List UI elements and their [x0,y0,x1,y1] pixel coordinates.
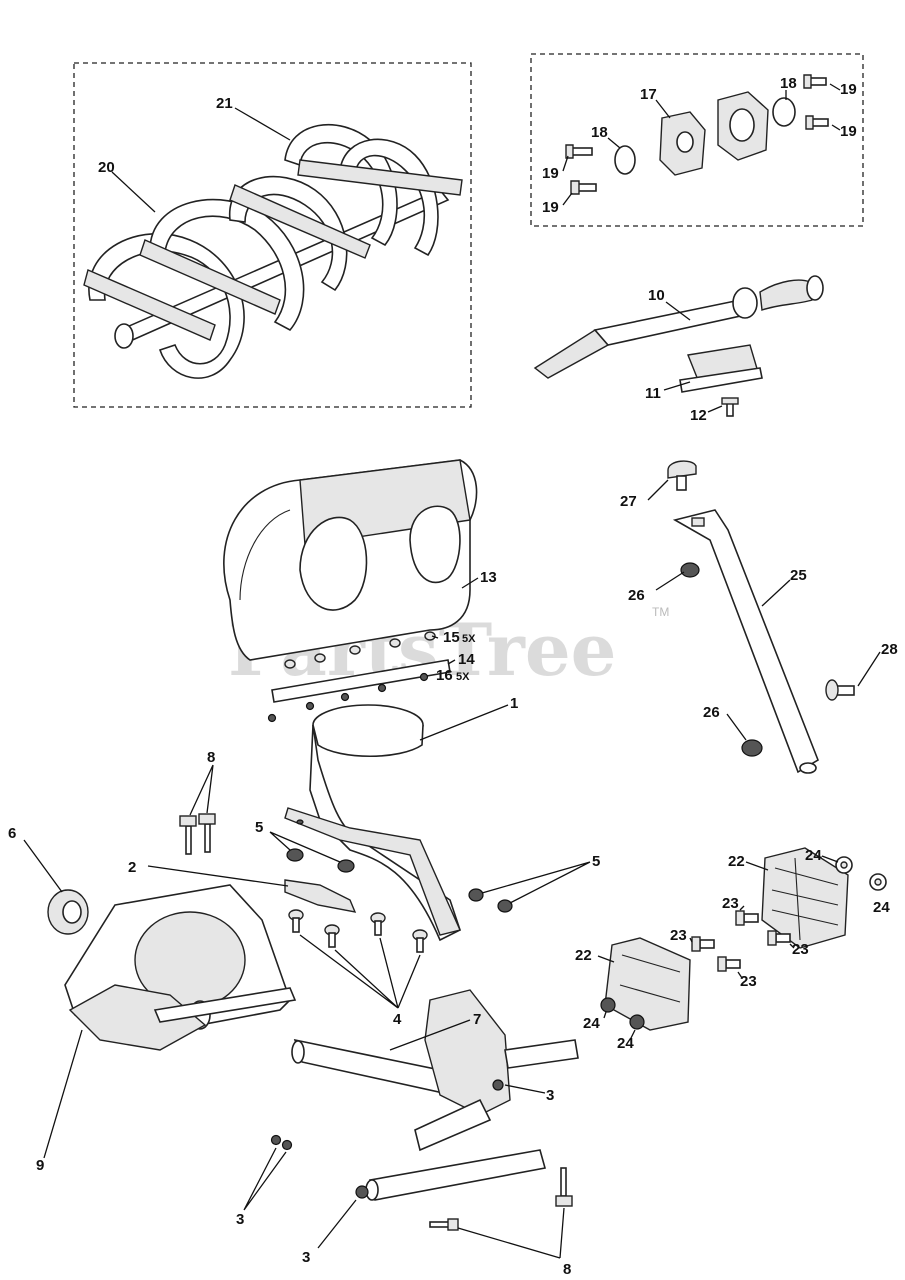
callout-3b: 3 [236,1211,244,1228]
callout-4: 4 [393,1011,402,1028]
part-11-crank-bracket[interactable] [679,344,763,393]
callout-23d: 23 [740,973,757,990]
part-6-bearing[interactable] [47,889,89,935]
auger-kit-box [73,62,472,408]
callout-16-qty: 5X [456,671,470,683]
part-28-shoulder-bolt[interactable] [825,679,855,701]
part-10-chute-crank[interactable] [533,275,824,379]
part-12-screw[interactable] [721,397,739,417]
part-3-nuts[interactable] [270,1079,504,1199]
part-27-carriage-bolt[interactable] [667,460,697,491]
part-17-bearing-flange-b[interactable] [717,91,769,161]
callout-8b: 8 [563,1261,571,1278]
part-19-bolt-b[interactable] [570,180,597,195]
callout-26b: 26 [703,704,720,721]
callout-23b: 23 [670,927,687,944]
part-8-bolts-bottom[interactable] [429,1167,573,1231]
part-18-retainer-a[interactable] [614,145,636,175]
callout-17: 17 [640,86,657,103]
callout-1: 1 [510,695,518,712]
callout-21: 21 [216,95,233,112]
callout-13: 13 [480,569,497,586]
callout-22b: 22 [575,947,592,964]
callout-19d: 19 [840,123,857,140]
callout-15-qty: 5X [462,633,476,645]
callout-24b: 24 [873,899,890,916]
part-24-washers-nuts[interactable] [600,856,887,1030]
callout-2: 2 [128,859,136,876]
callout-18b: 18 [780,75,797,92]
callout-24d: 24 [617,1035,634,1052]
callout-11: 11 [645,385,661,402]
callout-24c: 24 [583,1015,600,1032]
part-19-bolt-c[interactable] [803,74,827,89]
watermark-tm: TM [652,605,669,619]
part-1-chute-adapter[interactable] [284,704,461,942]
part-16-nuts[interactable] [267,672,429,723]
callout-14: 14 [458,651,475,668]
part-13-auger-housing[interactable] [223,459,478,661]
bearing-kit-box [530,53,864,227]
callout-28: 28 [881,641,898,658]
part-23-carriage-bolts[interactable] [691,910,791,972]
callout-3a: 3 [546,1087,554,1104]
part-9-side-plate[interactable] [64,884,297,1051]
part-22-skid-shoe-lower[interactable] [604,937,691,1031]
part-26-nut-a[interactable] [680,562,700,578]
callout-20: 20 [98,159,115,176]
callout-5b: 5 [592,853,600,870]
callout-19a: 19 [542,165,559,182]
part-14-shave-plate[interactable] [271,659,451,703]
part-15-carriage-bolts[interactable] [284,631,436,669]
callout-19b: 19 [542,199,559,216]
callout-7: 7 [473,1011,481,1028]
callout-25: 25 [790,567,807,584]
part-26-nut-b[interactable] [741,739,763,757]
callout-6: 6 [8,825,16,842]
part-22-skid-shoe-upper[interactable] [761,847,849,949]
part-2-chute-clip[interactable] [284,879,357,913]
part-19-bolt-d[interactable] [805,115,829,130]
callout-10: 10 [648,287,665,304]
callout-18a: 18 [591,124,608,141]
callout-27: 27 [620,493,637,510]
callout-3c: 3 [302,1249,310,1266]
part-7-auger-gearbox[interactable] [291,989,579,1201]
callout-24a: 24 [805,847,822,864]
callout-8a: 8 [207,749,215,766]
callout-5a: 5 [255,819,263,836]
callout-12: 12 [690,407,707,424]
part-18-retainer-b[interactable] [772,97,796,127]
callout-16: 16 [436,667,453,684]
callout-9: 9 [36,1157,44,1174]
callout-23c: 23 [792,941,809,958]
callout-22a: 22 [728,853,745,870]
auger-assembly[interactable] [83,123,463,379]
part-17-bearing-flange-a[interactable] [659,111,706,176]
callout-23a: 23 [722,895,739,912]
part-4-carriage-bolts[interactable] [288,909,428,953]
part-25-chute-control-arm[interactable] [672,509,819,774]
part-8-bolts-left[interactable] [179,813,216,855]
part-5-nuts[interactable] [286,848,513,913]
callout-19c: 19 [840,81,857,98]
part-19-bolt-a[interactable] [565,144,593,159]
callout-26a: 26 [628,587,645,604]
callout-15: 15 [443,629,460,646]
